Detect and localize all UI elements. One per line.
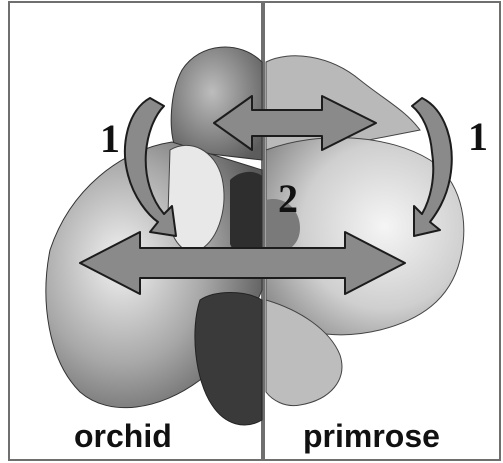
orchid-column	[230, 172, 262, 258]
marker-center-2: 2	[278, 176, 298, 221]
marker-left-1: 1	[100, 116, 120, 161]
left-panel-label: orchid	[74, 418, 172, 454]
marker-right-1: 1	[468, 114, 488, 159]
right-panel-label: primrose	[303, 418, 440, 454]
